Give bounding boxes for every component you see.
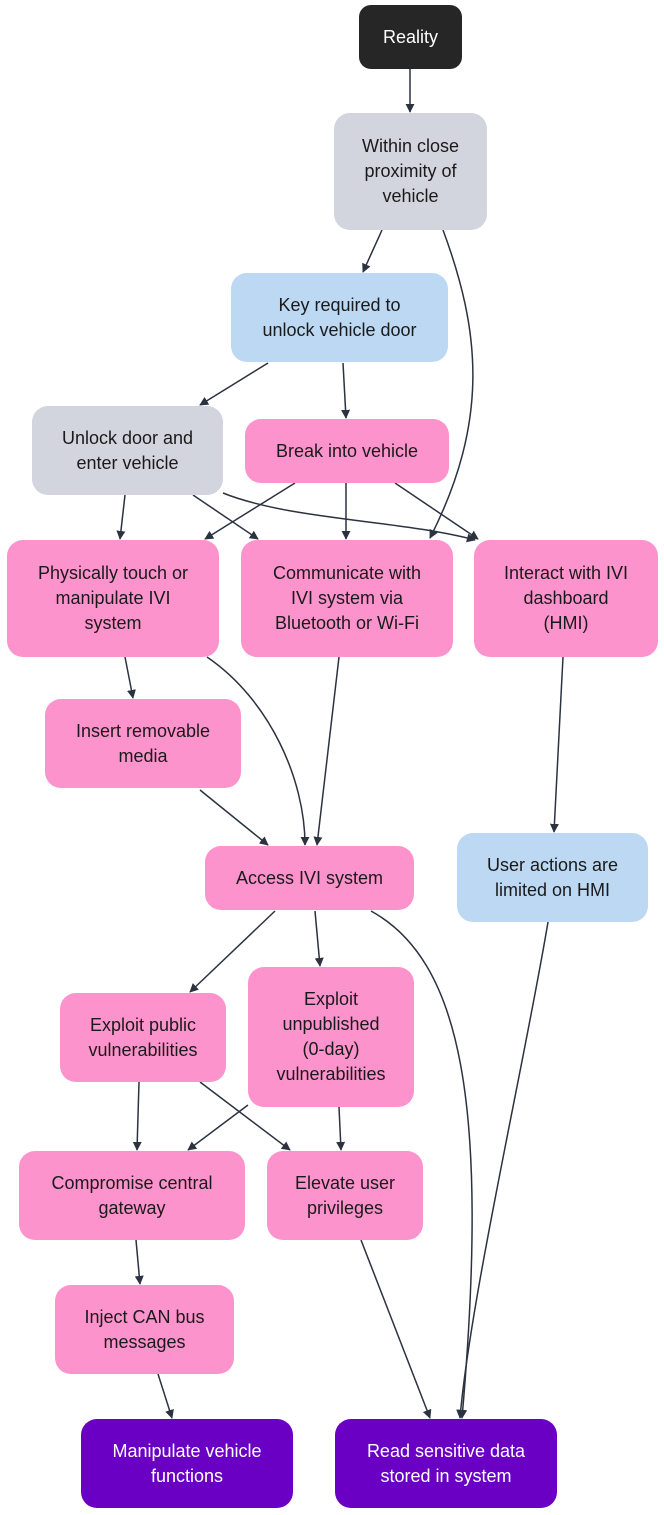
node-key-required: Key required to unlock vehicle door [231, 273, 448, 362]
node-manipulate-functions: Manipulate vehicle functions [81, 1419, 293, 1508]
node-communicate: Communicate with IVI system via Bluetoot… [241, 540, 453, 657]
node-inject-can: Inject CAN bus messages [55, 1285, 234, 1374]
edge-access-ivi-to-exploit-0day [314, 910, 324, 967]
node-hmi-limited: User actions are limited on HMI [457, 833, 648, 922]
edge-key-required-to-break-in [341, 362, 351, 419]
edge-touch-ivi-to-access-ivi [206, 656, 310, 846]
node-interact-hmi: Interact with IVI dashboard (HMI) [474, 540, 658, 657]
edge-exploit-0day-to-elevate-privileges [336, 1106, 346, 1151]
edge-elevate-privileges-to-read-data [360, 1239, 432, 1419]
edge-access-ivi-to-read-data [370, 910, 473, 1419]
edge-key-required-to-unlock-door [199, 362, 269, 406]
edge-inject-can-to-manipulate-functions [157, 1373, 174, 1419]
node-exploit-0day: Exploit unpublished (0-day) vulnerabilit… [248, 967, 414, 1107]
edge-access-ivi-to-exploit-public [189, 910, 276, 993]
edge-touch-ivi-to-removable-media [124, 656, 136, 699]
node-compromise-gateway: Compromise central gateway [19, 1151, 245, 1240]
node-reality: Reality [359, 5, 462, 69]
node-proximity: Within close proximity of vehicle [334, 113, 487, 230]
node-unlock-door: Unlock door and enter vehicle [32, 406, 223, 495]
edge-unlock-door-to-communicate [192, 494, 259, 540]
edge-break-in-to-touch-ivi [204, 482, 296, 540]
edge-group [116, 69, 564, 1419]
node-exploit-public: Exploit public vulnerabilities [60, 993, 226, 1082]
edge-removable-media-to-access-ivi [199, 789, 269, 846]
edge-interact-hmi-to-hmi-limited [549, 656, 564, 833]
edge-exploit-public-to-elevate-privileges [199, 1081, 291, 1151]
node-touch-ivi: Physically touch or manipulate IVI syste… [7, 540, 219, 657]
node-elevate-privileges: Elevate user privileges [267, 1151, 423, 1240]
edge-hmi-limited-to-read-data [456, 921, 549, 1419]
edge-exploit-0day-to-compromise-gateway [187, 1104, 249, 1151]
edge-exploit-public-to-compromise-gateway [132, 1081, 142, 1151]
edge-proximity-to-key-required [362, 229, 383, 273]
node-read-data: Read sensitive data stored in system [335, 1419, 557, 1508]
node-removable-media: Insert removable media [45, 699, 241, 788]
edge-unlock-door-to-touch-ivi [116, 494, 126, 540]
node-access-ivi: Access IVI system [205, 846, 414, 910]
edge-break-in-to-interact-hmi [394, 482, 479, 540]
edge-compromise-gateway-to-inject-can [134, 1239, 144, 1285]
edge-proximity-to-communicate [429, 229, 474, 539]
edge-unlock-door-to-interact-hmi [222, 492, 476, 543]
node-break-in: Break into vehicle [245, 419, 449, 483]
edge-communicate-to-access-ivi [313, 656, 340, 846]
